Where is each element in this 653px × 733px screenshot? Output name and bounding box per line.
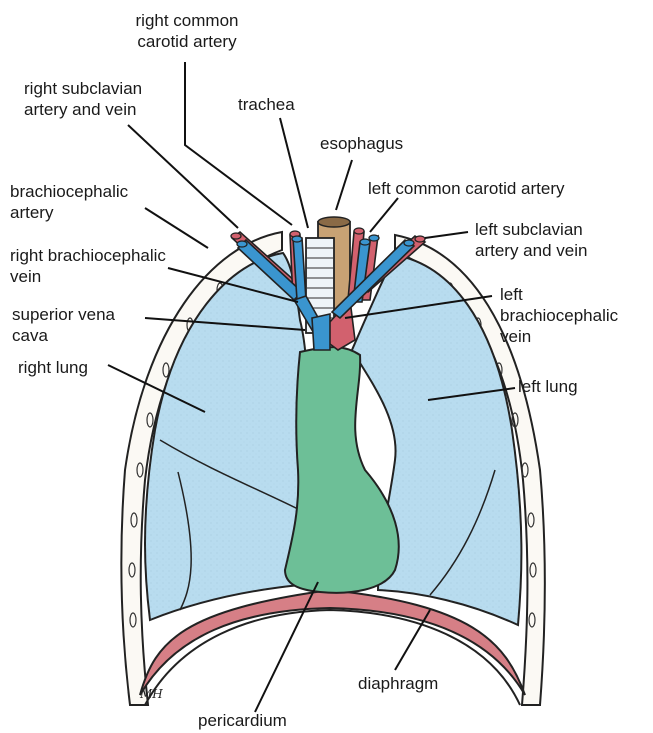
label-diaphragm: diaphragm xyxy=(358,673,438,694)
label-left-subclavian-artery-and-vein: left subclavian artery and vein xyxy=(475,219,587,261)
label-left-lung: left lung xyxy=(518,376,578,397)
label-right-subclavian-artery-and-vein: right subclavian artery and vein xyxy=(24,78,142,120)
label-left-brachiocephalic-vein: left brachiocephalic vein xyxy=(500,284,618,347)
label-right-lung: right lung xyxy=(18,357,88,378)
esophagus-top xyxy=(318,217,350,227)
label-right-brachiocephalic-vein: right brachiocephalic vein xyxy=(10,245,166,287)
label-brachiocephalic-artery: brachiocephalic artery xyxy=(10,181,128,223)
label-right-common-carotid-artery: right common carotid artery xyxy=(112,10,262,52)
label-trachea: trachea xyxy=(238,94,295,115)
label-superior-vena-cava: superior vena cava xyxy=(12,304,115,346)
label-esophagus: esophagus xyxy=(320,133,403,154)
artist-signature: MH xyxy=(139,687,163,701)
label-pericardium: pericardium xyxy=(198,710,287,731)
label-left-common-carotid-artery: left common carotid artery xyxy=(368,178,565,199)
right-lung-stipple xyxy=(145,253,307,620)
